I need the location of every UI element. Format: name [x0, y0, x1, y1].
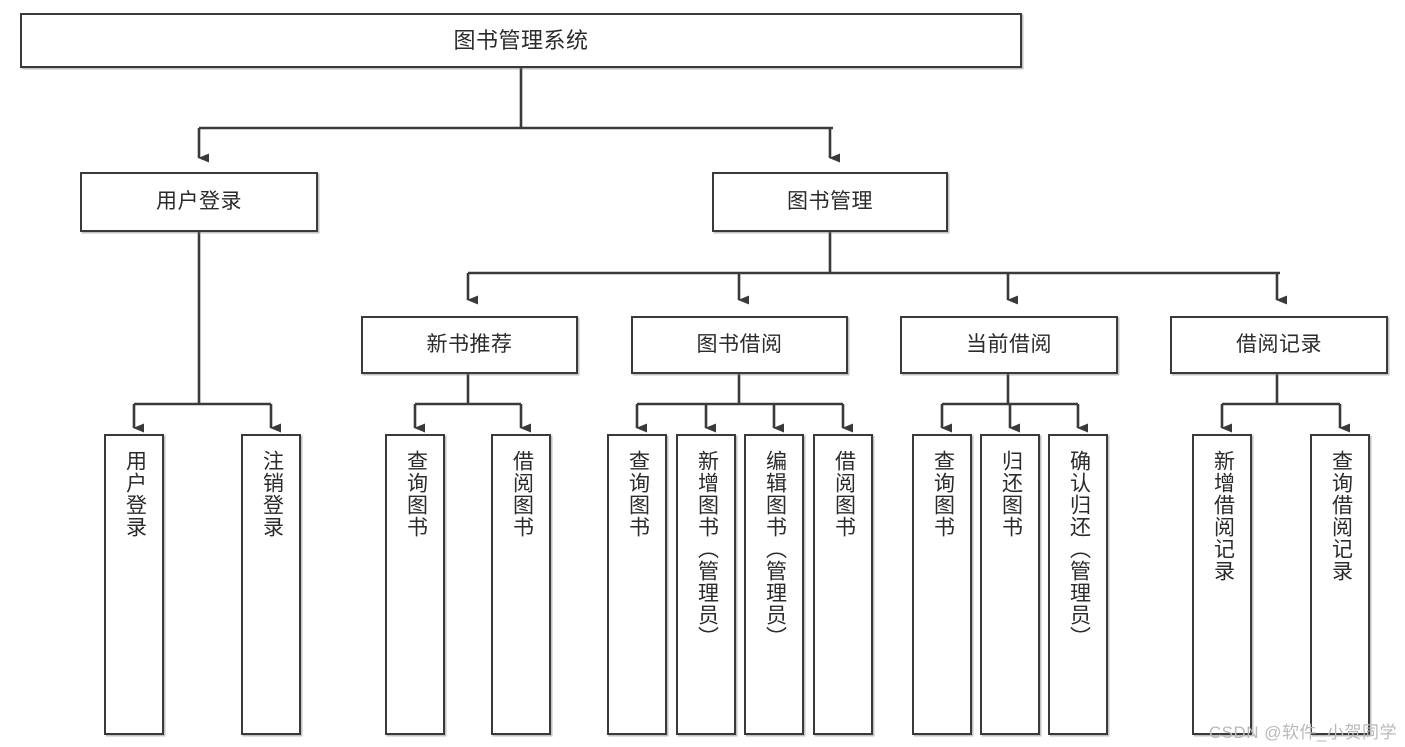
- node-current-borrow[interactable]: 当前借阅: [900, 316, 1118, 374]
- node-leaf-query-record[interactable]: 查询借阅记录: [1310, 434, 1370, 735]
- node-book-borrow[interactable]: 图书借阅: [631, 316, 848, 374]
- node-leaf-add-book[interactable]: 新增图书（管理员）: [676, 434, 736, 735]
- node-leaf-user-login[interactable]: 用户登录: [104, 434, 164, 735]
- node-book-manage-label: 图书管理: [787, 189, 873, 213]
- node-leaf-add-record[interactable]: 新增借阅记录: [1192, 434, 1252, 735]
- node-leaf-return-book[interactable]: 归还图书: [980, 434, 1040, 735]
- node-leaf-user-login-label: 用户登录: [123, 450, 147, 538]
- node-leaf-query-book-2-label: 查询图书: [626, 450, 650, 538]
- node-leaf-borrow-book-2[interactable]: 借阅图书: [813, 434, 873, 735]
- node-borrow-record[interactable]: 借阅记录: [1170, 316, 1388, 374]
- node-leaf-borrow-book-1[interactable]: 借阅图书: [491, 434, 551, 735]
- node-leaf-edit-book[interactable]: 编辑图书（管理员）: [744, 434, 804, 735]
- node-leaf-confirm-return[interactable]: 确认归还（管理员）: [1048, 434, 1108, 735]
- node-user-login[interactable]: 用户登录: [80, 172, 318, 232]
- node-new-book-recommend-label: 新书推荐: [426, 332, 513, 356]
- node-leaf-borrow-book-2-label: 借阅图书: [832, 450, 856, 538]
- node-leaf-borrow-book-1-label: 借阅图书: [510, 450, 534, 538]
- node-leaf-edit-book-label: 编辑图书（管理员）: [763, 450, 787, 648]
- node-leaf-logout-login-label: 注销登录: [260, 450, 284, 538]
- node-leaf-query-book-3-label: 查询图书: [931, 450, 955, 538]
- node-new-book-recommend[interactable]: 新书推荐: [361, 316, 578, 374]
- node-root[interactable]: 图书管理系统: [20, 13, 1022, 68]
- node-current-borrow-label: 当前借阅: [966, 332, 1052, 356]
- node-leaf-add-record-label: 新增借阅记录: [1211, 450, 1235, 582]
- node-leaf-return-book-label: 归还图书: [999, 450, 1023, 538]
- node-borrow-record-label: 借阅记录: [1236, 332, 1322, 356]
- node-user-login-label: 用户登录: [156, 189, 242, 213]
- node-leaf-query-book-1[interactable]: 查询图书: [385, 434, 445, 735]
- node-leaf-query-book-3[interactable]: 查询图书: [912, 434, 972, 735]
- watermark-text: CSDN @软件_小贺同学: [1208, 723, 1397, 742]
- node-book-borrow-label: 图书借阅: [696, 332, 783, 356]
- node-book-manage[interactable]: 图书管理: [712, 172, 948, 232]
- node-leaf-add-book-label: 新增图书（管理员）: [695, 450, 719, 648]
- node-leaf-confirm-return-label: 确认归还（管理员）: [1067, 450, 1091, 648]
- node-leaf-query-book-2[interactable]: 查询图书: [607, 434, 667, 735]
- node-leaf-logout-login[interactable]: 注销登录: [241, 434, 301, 735]
- node-leaf-query-book-1-label: 查询图书: [404, 450, 428, 538]
- node-root-label: 图书管理系统: [453, 27, 589, 53]
- node-leaf-query-record-label: 查询借阅记录: [1329, 450, 1353, 582]
